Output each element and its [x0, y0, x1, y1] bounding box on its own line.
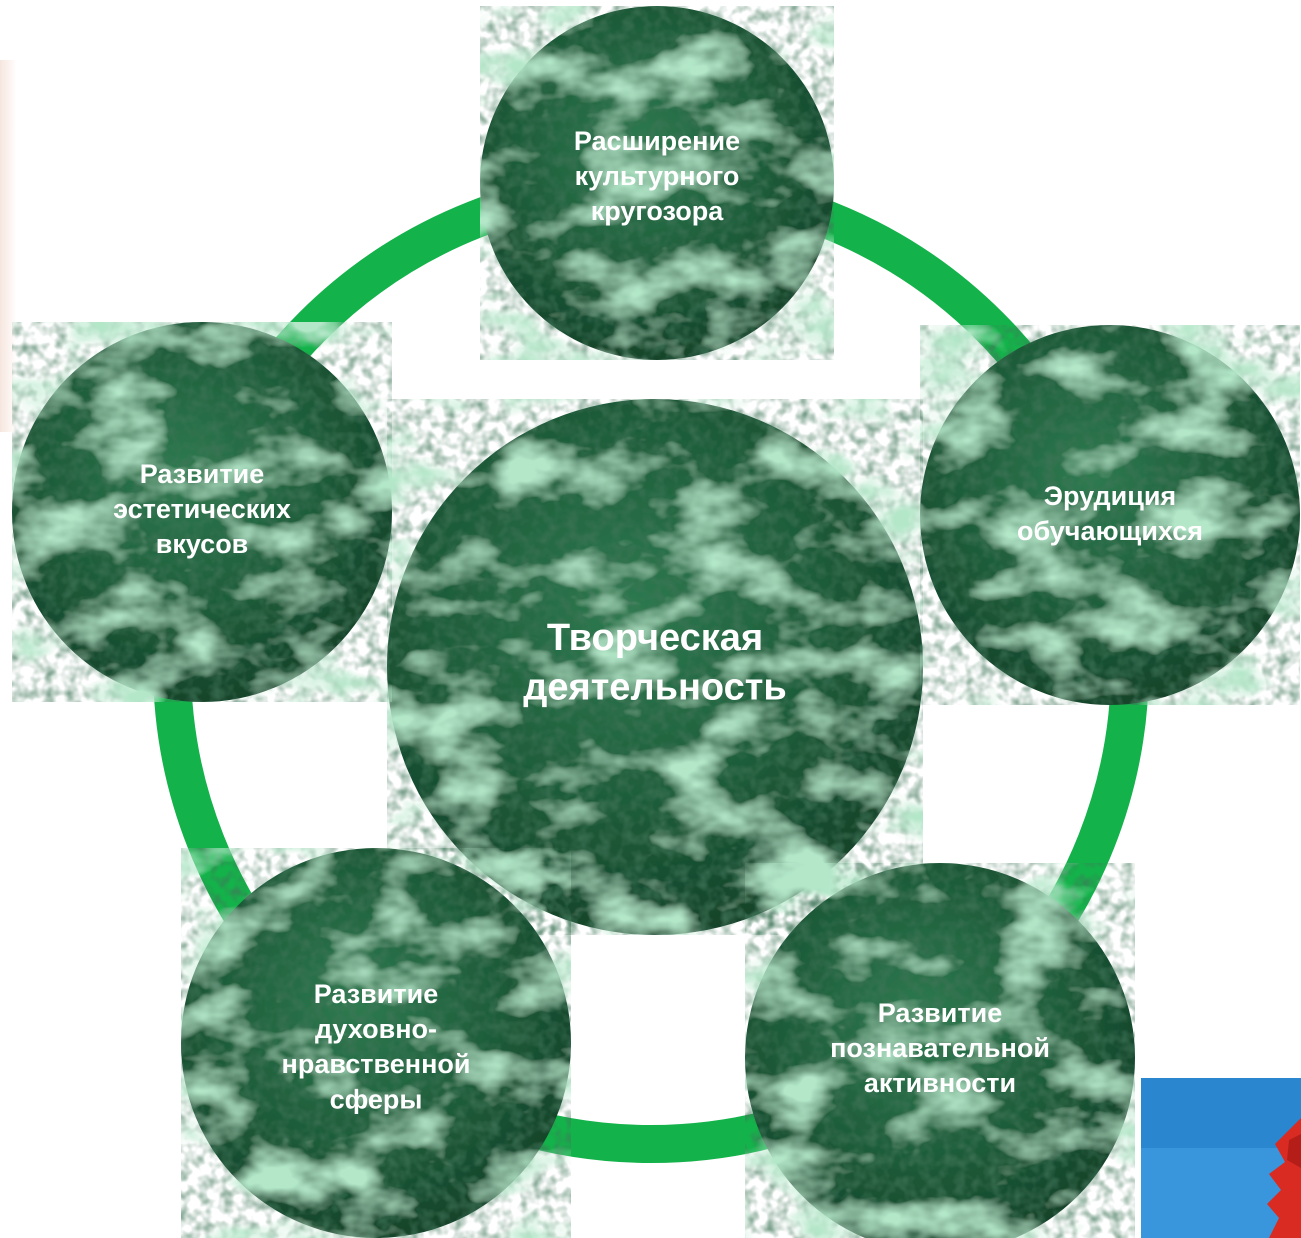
center-node-label-line: Творческая [547, 617, 763, 659]
corner-image-graphic [1141, 1078, 1301, 1238]
node-left: Развитие эстетических вкусов [12, 322, 392, 702]
center-node: Творческая деятельность [387, 399, 923, 935]
node-left-label-line: эстетических [113, 494, 291, 524]
node-right-circle [920, 325, 1300, 705]
node-left-circle [12, 322, 392, 702]
node-bottom-right-label-line: Развитие [878, 998, 1002, 1028]
center-node-label: Творческая деятельность [523, 617, 786, 708]
node-bottom-left-label-line: нравственной [282, 1049, 471, 1079]
node-bottom-left-label: Развитие духовно-нравственной сферы [282, 979, 471, 1114]
node-bottom-left-label-line: духовно- [315, 1014, 437, 1044]
corner-decorative-image [1141, 1078, 1301, 1238]
node-top-label-line: Расширение [574, 126, 740, 156]
node-bottom-right: Развитие познавательной активности [745, 863, 1135, 1238]
node-bottom-left-label-line: сферы [330, 1084, 423, 1114]
node-right-label-line: обучающихся [1017, 516, 1203, 546]
node-right-label: Эрудиция обучающихся [1017, 481, 1203, 546]
node-bottom-left: Развитие духовно-нравственной сферы [181, 848, 571, 1238]
node-right-label-line: Эрудиция [1044, 481, 1176, 511]
node-left-label: Развитие эстетических вкусов [113, 459, 291, 559]
node-top-label: Расширение культурного кругозора [574, 126, 740, 226]
node-bottom-right-circle [745, 863, 1135, 1238]
node-left-label-line: Развитие [140, 459, 264, 489]
center-node-circle [387, 399, 923, 935]
node-bottom-left-circle [181, 848, 571, 1238]
node-right: Эрудиция обучающихся [920, 325, 1300, 705]
node-bottom-right-label-line: активности [864, 1068, 1016, 1098]
center-node-label-line: деятельность [523, 666, 786, 708]
node-top: Расширение культурного кругозора [480, 6, 834, 360]
node-bottom-left-label-line: Развитие [314, 979, 438, 1009]
node-top-label-line: культурного [575, 161, 740, 191]
node-left-label-line: вкусов [156, 529, 249, 559]
node-top-label-line: кругозора [591, 196, 724, 226]
left-decorative-strip [0, 60, 16, 432]
node-bottom-right-label: Развитие познавательной активности [830, 998, 1050, 1098]
node-bottom-right-label-line: познавательной [830, 1033, 1050, 1063]
node-top-circle [480, 6, 834, 360]
